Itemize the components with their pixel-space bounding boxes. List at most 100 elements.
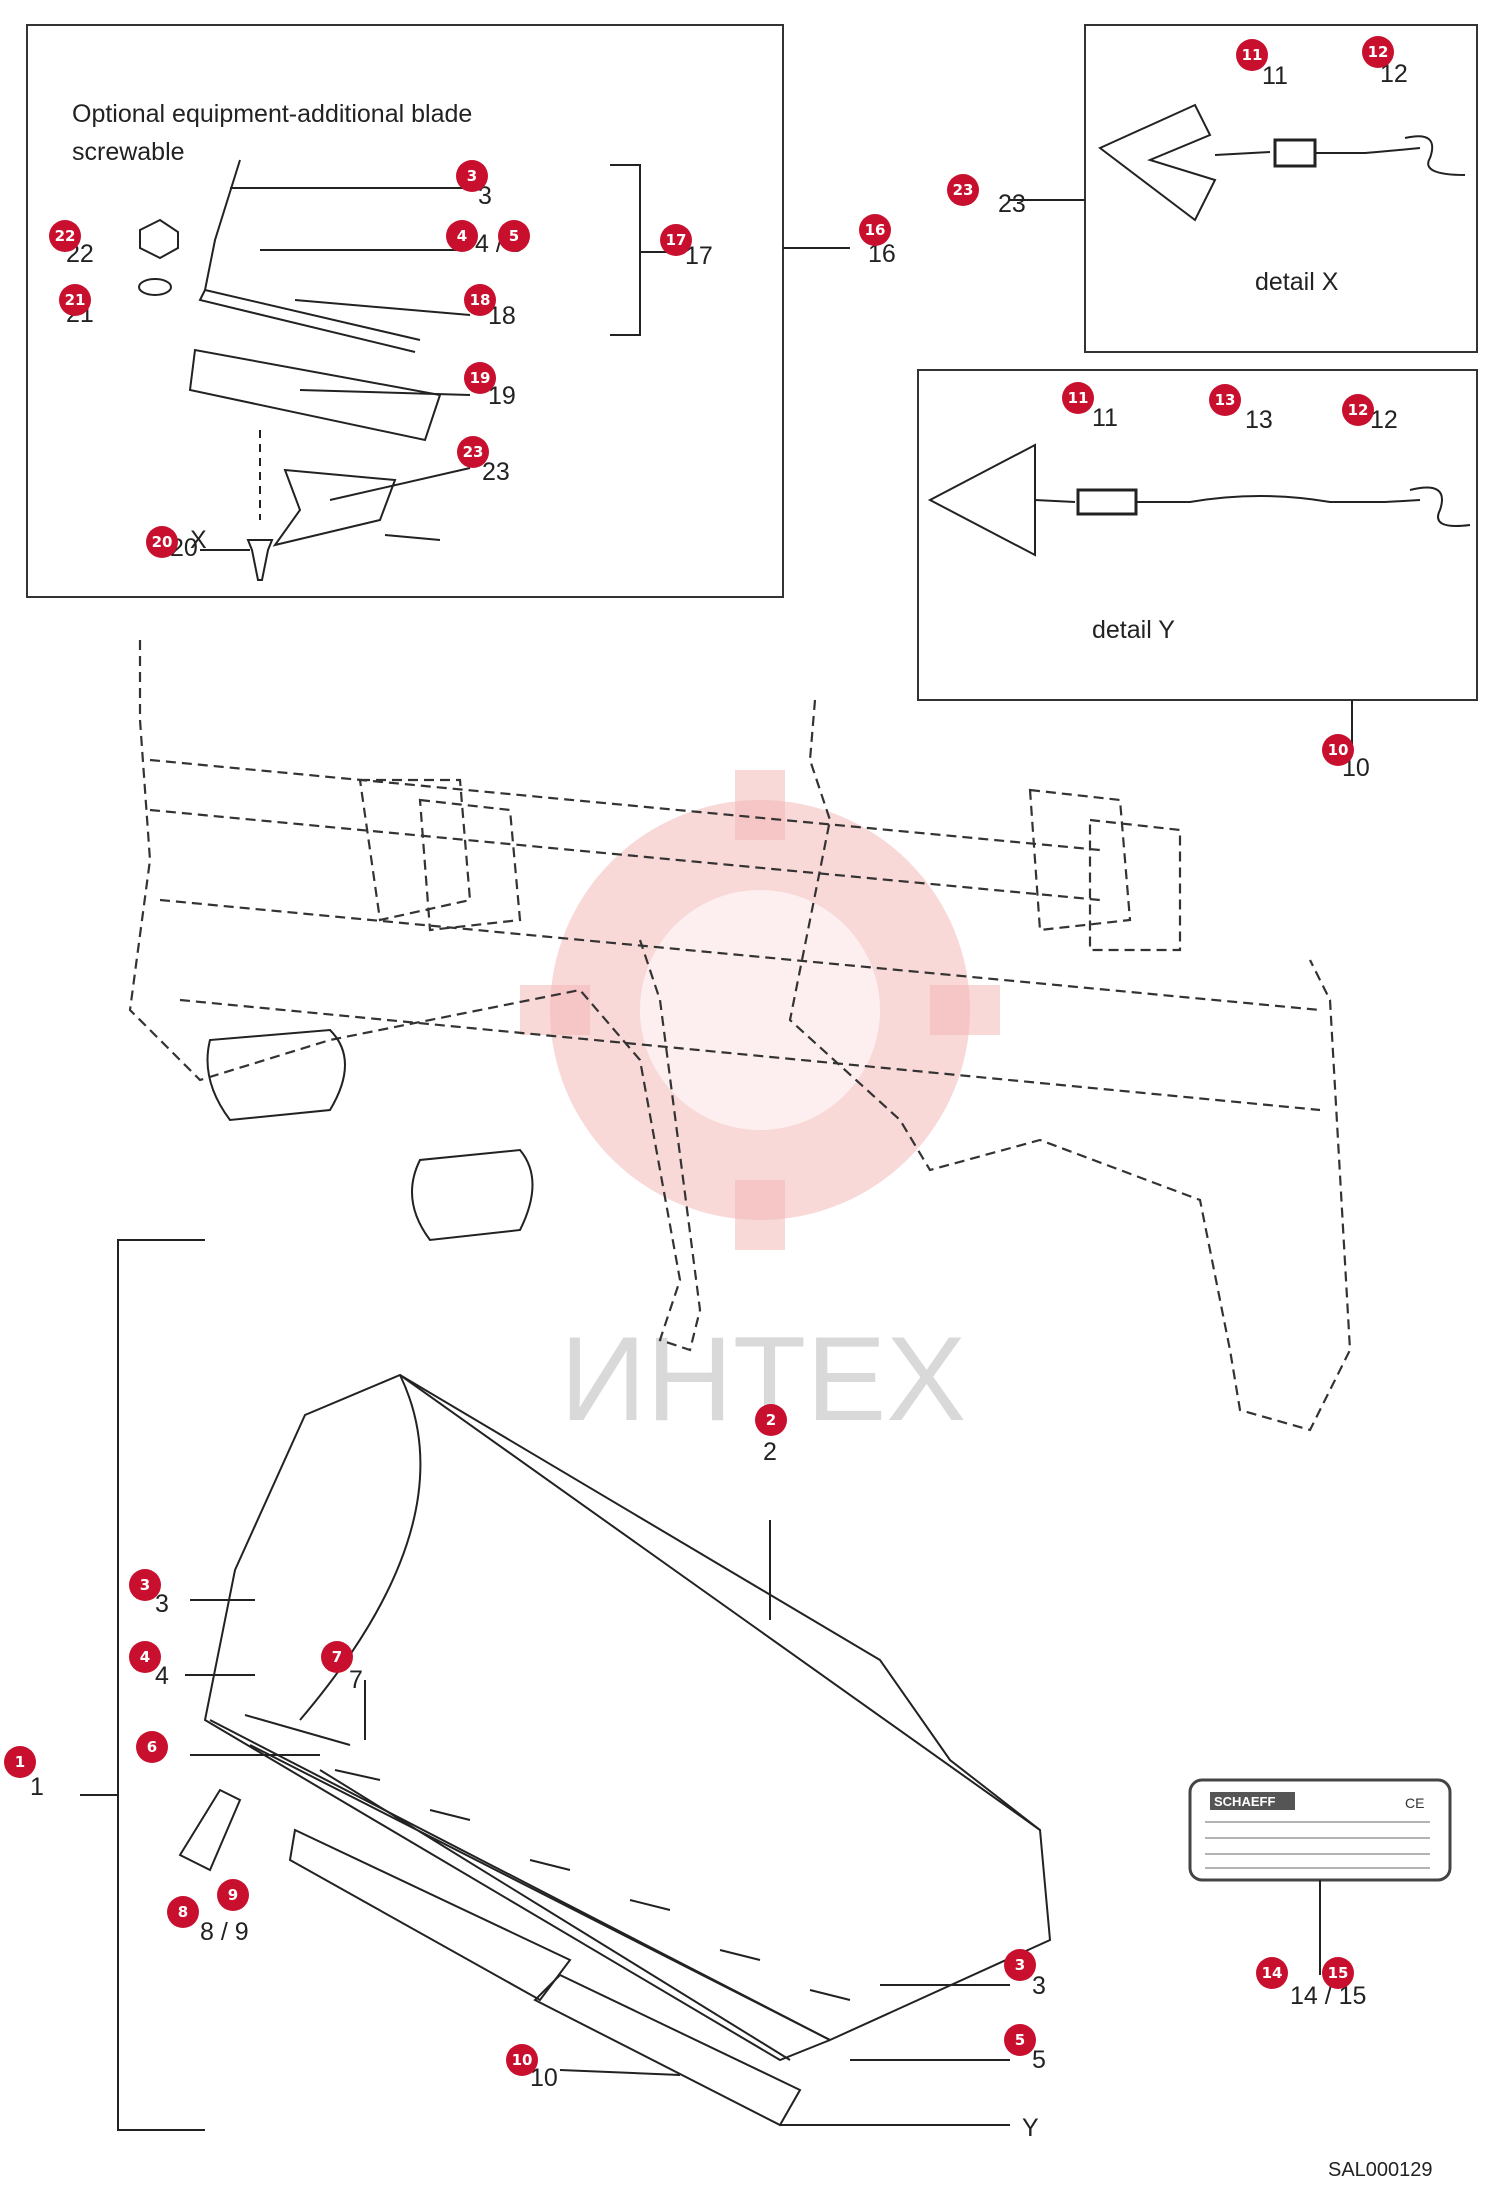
callout-number: 8 xyxy=(178,1903,188,1921)
callout-number: 21 xyxy=(65,291,86,309)
callout-6: 6 xyxy=(136,1731,168,1763)
callout-number: 9 xyxy=(228,1886,238,1904)
callout-number: 6 xyxy=(147,1738,157,1756)
part-label: 3 xyxy=(478,182,492,210)
leader-10-bucket xyxy=(559,2069,681,2076)
chain xyxy=(1136,495,1385,503)
callout-16: 16 xyxy=(859,214,891,246)
link-wire-y xyxy=(1034,499,1076,503)
callout-19: 19 xyxy=(464,362,496,394)
bracket-1 xyxy=(80,1239,205,2131)
plate-grid xyxy=(1205,1821,1430,1869)
callout-number: 11 xyxy=(1242,46,1263,64)
part-label: 11 xyxy=(1262,62,1288,90)
callout-number: 23 xyxy=(463,443,484,461)
plate-brand-bg xyxy=(1210,1792,1295,1810)
detail-y-caption: detail Y xyxy=(1092,616,1175,644)
callout-12: 12 xyxy=(1362,36,1394,68)
callout-5: 5 xyxy=(1004,2024,1036,2056)
callout-3: 3 xyxy=(1004,1949,1036,1981)
part-label: 5 xyxy=(1032,2046,1046,2074)
part-label: 11 xyxy=(1092,404,1118,432)
callout-2: 2 xyxy=(755,1404,787,1436)
callout-7: 7 xyxy=(321,1641,353,1673)
tooth-adapters xyxy=(244,1714,851,2001)
detail-x-frame xyxy=(1084,24,1478,353)
leader-19 xyxy=(299,389,471,396)
detail-title-line1: Optional equipment-additional blade xyxy=(72,100,472,128)
callout-8: 8 xyxy=(167,1896,199,1928)
spring xyxy=(1273,138,1317,168)
callout-number: 2 xyxy=(766,1411,776,1429)
callout-18: 18 xyxy=(464,284,496,316)
link-wire xyxy=(1214,151,1271,156)
callout-12: 12 xyxy=(1342,394,1374,426)
callout-number: 4 xyxy=(457,227,467,245)
part-label: 2 xyxy=(763,1438,777,1466)
center-lugs-right xyxy=(1028,788,1182,952)
bucket-tooth xyxy=(178,1788,242,1872)
plate-brand: SCHAEFF xyxy=(1214,1794,1275,1809)
detail-x-box: detail X xyxy=(1010,24,1478,353)
x-ref-label: X xyxy=(190,526,207,554)
bucket-front xyxy=(249,1744,831,2061)
callout-21: 21 xyxy=(59,284,91,316)
callout-number: 14 xyxy=(1262,1964,1283,1982)
leader-18 xyxy=(294,299,471,316)
left-arm xyxy=(128,640,702,1352)
hydraulic-cylinder-right xyxy=(411,1148,534,1242)
drawing-code: SAL000129 xyxy=(1328,2159,1433,2181)
callout-number: 10 xyxy=(512,2051,533,2069)
hook-pin-y xyxy=(1384,486,1471,527)
wear-blade-2 xyxy=(533,1973,802,2127)
blade-bracket xyxy=(198,159,421,353)
callout-10: 10 xyxy=(506,2044,538,2076)
nut xyxy=(139,218,179,260)
callout-number: 3 xyxy=(1015,1956,1025,1974)
detail-frame xyxy=(26,24,784,598)
detail-title-line2: screwable xyxy=(72,138,185,166)
detail-y-box: detail Y xyxy=(917,369,1478,745)
callout-14: 14 xyxy=(1256,1957,1288,1989)
part-label: 1 xyxy=(30,1773,44,1801)
callout-11: 11 xyxy=(1236,39,1268,71)
additional-blade-detail: Optional equipment-additional blade scre… xyxy=(26,24,850,598)
washer xyxy=(138,278,172,296)
hook-pin xyxy=(1315,135,1466,176)
callout-number: 12 xyxy=(1368,43,1389,61)
callout-number: 5 xyxy=(509,227,519,245)
callout-number: 19 xyxy=(470,369,491,387)
bucket-top-edge xyxy=(399,1374,1041,1831)
callout-15: 15 xyxy=(1322,1957,1354,1989)
callout-number: 7 xyxy=(332,1648,342,1666)
callout-10: 10 xyxy=(1322,734,1354,766)
callout-4: 4 xyxy=(129,1641,161,1673)
callout-number: 10 xyxy=(1328,741,1349,759)
callout-number: 15 xyxy=(1328,1964,1349,1982)
callout-22: 22 xyxy=(49,220,81,252)
part-label: 12 xyxy=(1370,406,1398,434)
callout-23: 23 xyxy=(947,174,979,206)
callout-number: 5 xyxy=(1015,2031,1025,2049)
callout-11: 11 xyxy=(1062,382,1094,414)
part-label: 4 xyxy=(155,1662,169,1690)
callout-number: 13 xyxy=(1215,391,1236,409)
part-label: 23 xyxy=(998,190,1026,218)
quick-coupler-frame xyxy=(128,640,1352,1432)
callout-number: 1 xyxy=(15,1753,25,1771)
part-label: 13 xyxy=(1245,406,1273,434)
callout-20: 20 xyxy=(146,526,178,558)
callout-number: 17 xyxy=(666,231,687,249)
part-label: 14 / 15 xyxy=(1290,1982,1366,2010)
callout-3: 3 xyxy=(456,160,488,192)
callout-1: 1 xyxy=(4,1746,36,1778)
leader-23 xyxy=(329,467,471,501)
part-label: 3 xyxy=(1032,1972,1046,2000)
rating-plate: SCHAEFF CE xyxy=(1188,1778,1452,1975)
callout-3: 3 xyxy=(129,1569,161,1601)
part-label: 7 xyxy=(349,1666,363,1694)
callout-number: 4 xyxy=(140,1648,150,1666)
triangle-plate-y xyxy=(927,443,1036,557)
